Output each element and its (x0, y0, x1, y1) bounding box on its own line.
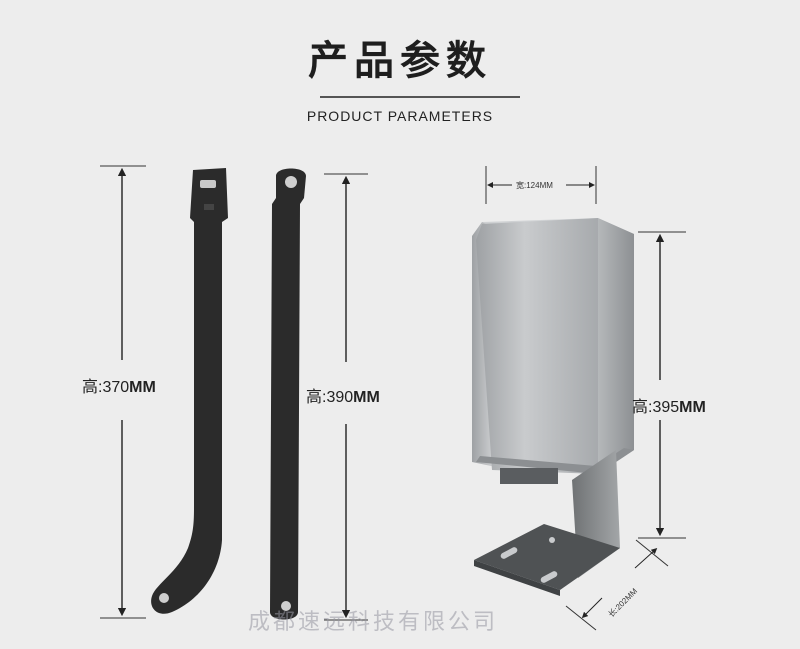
right-arm-bar (270, 168, 306, 620)
arm-right-dimension (324, 173, 368, 621)
arm-right-height-value: 高:390 (306, 389, 354, 406)
arm-right-height-unit: MM (353, 389, 380, 406)
mounting-bracket (474, 450, 620, 596)
arm-left-height-unit: MM (129, 379, 156, 396)
company-watermark: 成都速远科技有限公司 (248, 610, 499, 635)
box-length-dimension (565, 539, 669, 631)
box-width-label: 宽:124MM (516, 181, 553, 190)
steel-enclosure (472, 218, 634, 474)
left-arm-bar (151, 168, 228, 614)
arm-left-dimension (100, 165, 146, 619)
box-height-unit: MM (679, 399, 706, 416)
box-width-dimension (485, 166, 597, 204)
box-height-value: 高:395 (632, 399, 680, 416)
arm-left-height-value: 高:370 (82, 379, 130, 396)
title-divider (320, 96, 520, 98)
box-height-label: 高:395MM (632, 393, 706, 417)
box-height-dimension (638, 231, 686, 539)
arm-left-height-label: 高:370MM (82, 373, 156, 397)
arm-right-height-label: 高:390MM (306, 383, 380, 407)
page-title: 产品参数 (308, 38, 492, 84)
page-subtitle: PRODUCT PARAMETERS (306, 108, 494, 124)
